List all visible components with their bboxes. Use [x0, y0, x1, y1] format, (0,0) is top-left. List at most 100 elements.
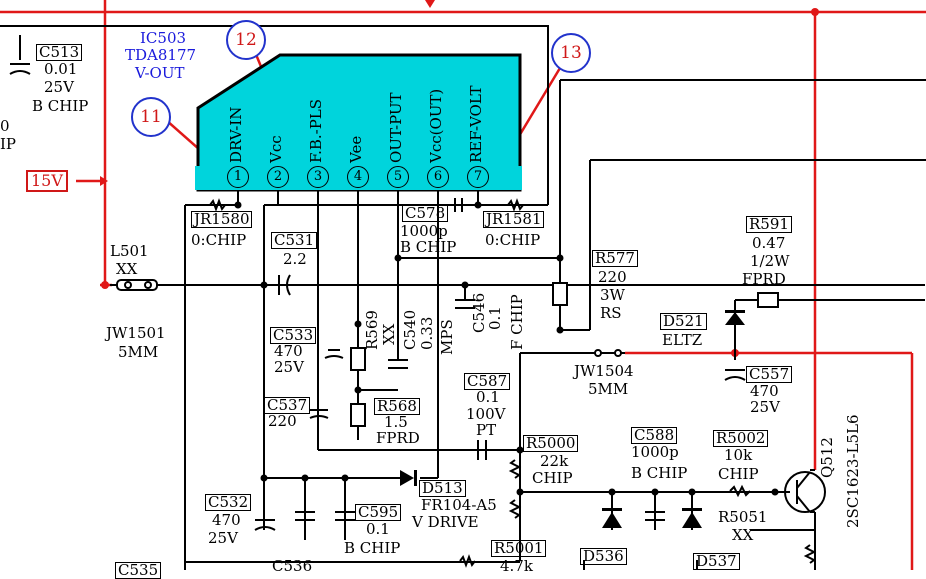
r569-ref: R569: [363, 310, 381, 350]
c587-value: 0.1: [476, 388, 500, 406]
r5000-ref: R5000: [523, 435, 579, 452]
c532-value: 470: [212, 511, 241, 529]
c546-ref: C546: [470, 292, 488, 333]
jr1580-value: 0:CHIP: [191, 231, 247, 249]
c578-type: B CHIP: [400, 238, 457, 256]
r5000-type: CHIP: [532, 469, 573, 487]
r577-ref: R577: [592, 250, 638, 267]
c536-ref: C536: [272, 557, 313, 575]
d537-ref: D537: [693, 553, 740, 570]
pin-number-3: 3: [307, 166, 329, 188]
d513-function: V DRIVE: [412, 513, 479, 531]
supply-15v-label: 15V: [26, 170, 68, 192]
c578-value: 1000p: [400, 222, 448, 240]
c531-ref: C531: [271, 232, 318, 249]
c578-ref: C578: [402, 205, 449, 222]
c557-value: 470: [750, 382, 779, 400]
c540-value: 0.33: [418, 316, 436, 350]
r568-ref: R568: [374, 398, 420, 415]
c533-voltage: 25V: [274, 358, 304, 376]
jr1581-value: 0:CHIP: [485, 231, 541, 249]
r577-power: 3W: [600, 286, 625, 304]
cut-label-a: 0: [0, 117, 10, 135]
d521-value: ELTZ: [662, 331, 703, 349]
c532-voltage: 25V: [208, 529, 238, 547]
pin-number-6: 6: [427, 166, 449, 188]
pin-number-4: 4: [347, 166, 369, 188]
c540-ref: C540: [401, 309, 419, 350]
c537-ref: C537: [264, 397, 311, 414]
r591-value: 0.47: [752, 234, 786, 252]
r5051-ref: R5051: [718, 508, 768, 526]
jw1501-value: 5MM: [118, 343, 159, 361]
r577-value: 220: [598, 268, 627, 286]
c546-type: F CHIP: [508, 294, 526, 350]
c587-voltage: 100V: [466, 405, 506, 423]
jw1504-ref: JW1504: [574, 362, 634, 380]
c588-type: B CHIP: [631, 464, 688, 482]
jw1501-ref: JW1501: [106, 324, 166, 342]
q512-part: 2SC1623-L5L6: [844, 414, 862, 528]
pin-number-7: 7: [467, 166, 489, 188]
ic-ref: IC503: [140, 29, 187, 47]
r5051-value: XX: [732, 526, 754, 544]
c587-type: PT: [476, 421, 497, 439]
r591-type: FPRD: [742, 270, 786, 288]
c588-value: 1000p: [631, 443, 679, 461]
r5002-value: 10k: [724, 446, 753, 464]
r577-type: RS: [600, 304, 622, 322]
c595-value: 0.1: [366, 520, 390, 538]
c557-voltage: 25V: [750, 398, 780, 416]
callout-12: 12: [226, 20, 266, 60]
pin-number-5: 5: [387, 166, 409, 188]
l501-ref: L501: [110, 242, 149, 260]
r568-value: 1.5: [384, 413, 408, 431]
c531-value: 2.2: [283, 250, 307, 268]
jw1504-value: 5MM: [588, 380, 629, 398]
r591-ref: R591: [746, 216, 792, 233]
r568-type: FPRD: [376, 429, 420, 447]
cut-label-b: IP: [0, 135, 17, 153]
l501-value: XX: [116, 260, 138, 278]
junction-dots: [234, 201, 779, 496]
pin-name-2: Vcc: [267, 135, 285, 163]
d536-ref: D536: [580, 548, 627, 565]
r591-power: 1/2W: [750, 252, 790, 270]
d521-ref: D521: [660, 313, 707, 330]
c540-type: MPS: [438, 319, 456, 355]
pin-name-3: F.B.-PLS: [307, 98, 325, 163]
r5002-ref: R5002: [713, 430, 769, 447]
jr1581-ref: JR1581: [483, 211, 545, 228]
c533-value: 470: [274, 342, 303, 360]
jr1580-ref: JR1580: [191, 211, 253, 228]
c513-voltage: 25V: [44, 78, 74, 96]
diodes: [400, 310, 745, 528]
r569-value: XX: [380, 323, 398, 345]
ic-function: V-OUT: [135, 64, 185, 82]
pin-name-1: DRV-IN: [227, 106, 245, 163]
pin-name-5: OUT-PUT: [387, 92, 405, 163]
c557-ref: C557: [746, 366, 793, 383]
c513-ref: C513: [36, 44, 83, 61]
c532-ref: C532: [205, 494, 252, 511]
callout-13: 13: [551, 33, 591, 73]
c595-ref: C595: [355, 504, 402, 521]
c533-ref: C533: [270, 327, 317, 344]
r5000-value: 22k: [540, 452, 569, 470]
r5001-ref: R5001: [491, 540, 547, 557]
r5001-value: 4.7k: [500, 557, 533, 575]
pin-name-4: Vee: [347, 135, 365, 163]
c587-ref: C587: [464, 373, 511, 390]
component-leads: [9, 63, 826, 568]
c513-type: B CHIP: [32, 97, 89, 115]
c535-ref: C535: [115, 562, 162, 579]
c537-value: 220: [268, 412, 297, 430]
pin-number-1: 1: [227, 166, 249, 188]
c513-value: 0.01: [44, 60, 78, 78]
c588-ref: C588: [631, 427, 678, 444]
q512-ref: Q512: [818, 437, 836, 478]
r5002-type: CHIP: [718, 465, 759, 483]
c546-value: 0.1: [486, 306, 504, 330]
